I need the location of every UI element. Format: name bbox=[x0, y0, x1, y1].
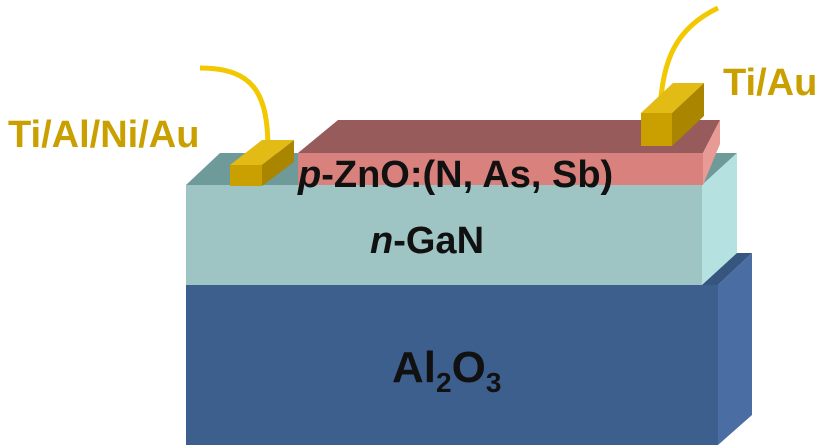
substrate-front-face bbox=[186, 285, 718, 445]
pzno-layer-label: p-ZnO:(N, As, Sb) bbox=[298, 156, 613, 194]
left-wire bbox=[199, 65, 271, 151]
ngan-prefix: n bbox=[370, 220, 394, 262]
pzno-rest: -ZnO:(N, As, Sb) bbox=[321, 154, 614, 196]
ngan-front-face bbox=[186, 185, 702, 285]
left-contact-side bbox=[262, 140, 294, 186]
right-contact-top bbox=[641, 83, 704, 113]
substrate-label: Al2O3 bbox=[392, 346, 501, 397]
ngan-layer-label: n-GaN bbox=[370, 222, 484, 260]
pzno-top-face bbox=[298, 120, 720, 153]
substrate-sub2: 3 bbox=[485, 367, 502, 398]
substrate-el1: Al bbox=[392, 343, 436, 392]
pzno-side-face bbox=[703, 120, 720, 185]
right-contact-front bbox=[641, 113, 672, 146]
substrate-sub1: 2 bbox=[436, 367, 452, 398]
ngan-rest: -GaN bbox=[393, 220, 485, 262]
left-contact-label: Ti/Al/Ni/Au bbox=[8, 114, 200, 156]
ngan-side-face bbox=[702, 153, 737, 285]
left-contact-top bbox=[230, 140, 294, 165]
right-contact-label: Ti/Au bbox=[723, 62, 818, 104]
pzno-front-face bbox=[298, 153, 703, 185]
pzno-prefix: p bbox=[298, 154, 322, 196]
substrate-side-face bbox=[718, 253, 752, 445]
right-contact-side bbox=[672, 83, 704, 146]
substrate-el2: O bbox=[451, 343, 486, 392]
left-contact-front bbox=[230, 165, 262, 186]
